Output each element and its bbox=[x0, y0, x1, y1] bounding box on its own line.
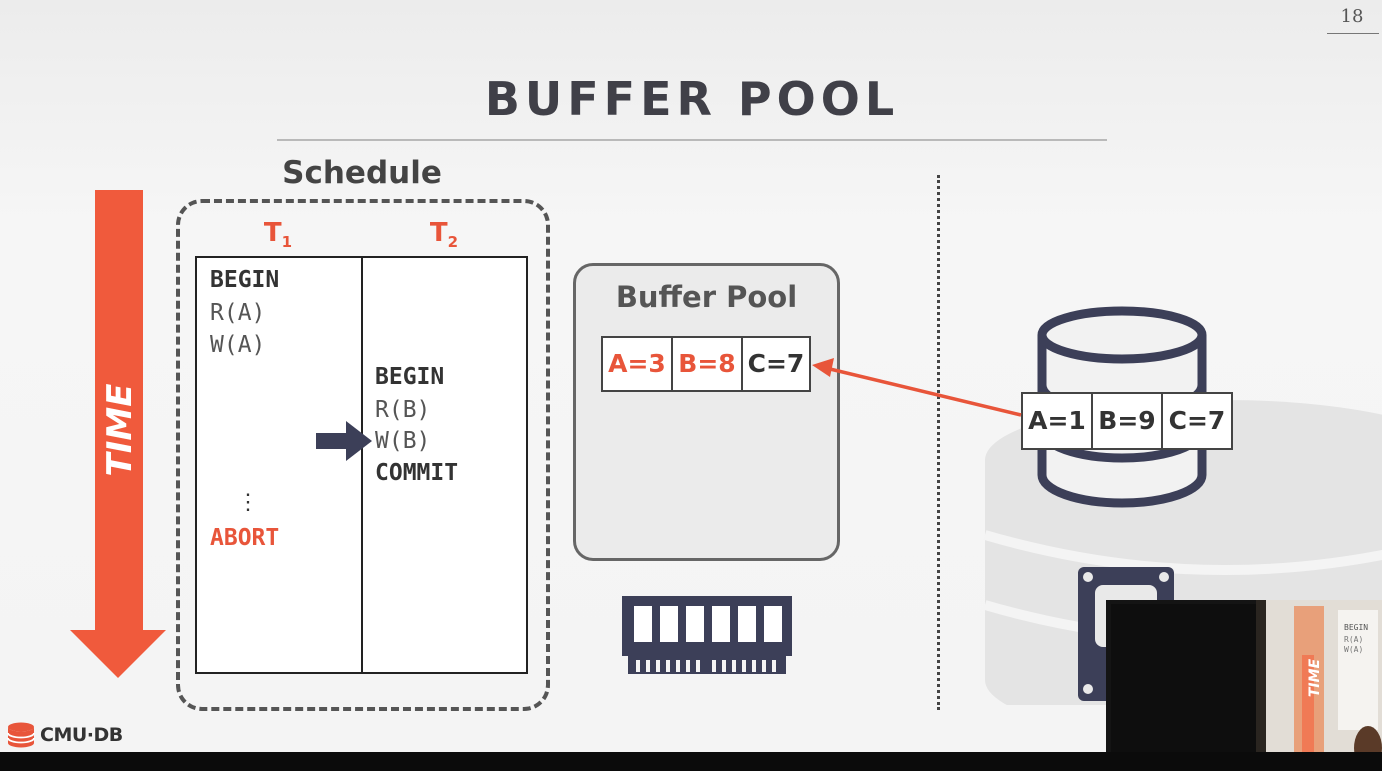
schedule-title: Schedule bbox=[282, 155, 442, 191]
buffer-cell-c: C=7 bbox=[741, 336, 811, 392]
t1-op-read-a: R(A) bbox=[210, 300, 266, 326]
t2-op-commit: COMMIT bbox=[375, 460, 459, 486]
buffer-cell-a: A=3 bbox=[601, 336, 673, 392]
disk-cell-b: B=9 bbox=[1091, 392, 1163, 450]
cmu-db-logo: CMU·DB bbox=[6, 722, 123, 748]
schedule-frame bbox=[176, 199, 550, 711]
slide: 18 BUFFER POOL TIME Schedule T1 T2 BEGIN… bbox=[0, 0, 1382, 752]
t2-op-begin: BEGIN bbox=[375, 364, 445, 390]
slide-title: BUFFER POOL bbox=[484, 72, 900, 126]
video-time-label: TIME bbox=[1307, 658, 1323, 697]
time-label: TIME bbox=[100, 384, 140, 477]
database-logo-icon bbox=[7, 722, 35, 748]
section-divider bbox=[937, 175, 940, 710]
disk-cell-a: A=1 bbox=[1021, 392, 1093, 450]
video-inset: TIME BEGIN R(A) W(A) bbox=[1106, 600, 1382, 771]
t1-op-write-a: W(A) bbox=[210, 332, 266, 358]
column-divider bbox=[361, 258, 363, 672]
current-step-arrow-icon bbox=[316, 421, 372, 461]
buffer-cell-b: B=8 bbox=[671, 336, 743, 392]
disk-cell-c: C=7 bbox=[1161, 392, 1233, 450]
t1-op-begin: BEGIN bbox=[210, 267, 280, 293]
column-header-t1: T1 bbox=[263, 218, 293, 251]
t2-op-read-b: R(B) bbox=[375, 397, 431, 423]
t1-op-abort: ABORT bbox=[210, 525, 280, 551]
video-op-write-a: W(A) bbox=[1344, 645, 1363, 654]
time-arrow-icon: TIME bbox=[70, 190, 166, 678]
t1-ellipsis: ⋮ bbox=[237, 490, 259, 515]
video-op-begin: BEGIN bbox=[1344, 623, 1368, 632]
bottom-bar bbox=[0, 752, 1382, 771]
title-rule bbox=[277, 139, 1107, 141]
video-frame: TIME BEGIN R(A) W(A) bbox=[1106, 600, 1382, 771]
page-number-underline bbox=[1327, 33, 1379, 34]
logo-text: CMU·DB bbox=[40, 724, 123, 746]
buffer-pool-title: Buffer Pool bbox=[615, 280, 798, 314]
video-op-read-a: R(A) bbox=[1344, 635, 1363, 644]
schedule-table bbox=[195, 256, 528, 674]
t2-op-write-b: W(B) bbox=[375, 428, 431, 454]
column-header-t2: T2 bbox=[429, 218, 459, 251]
page-number: 18 bbox=[1340, 6, 1364, 27]
memory-chip-icon bbox=[622, 596, 792, 674]
